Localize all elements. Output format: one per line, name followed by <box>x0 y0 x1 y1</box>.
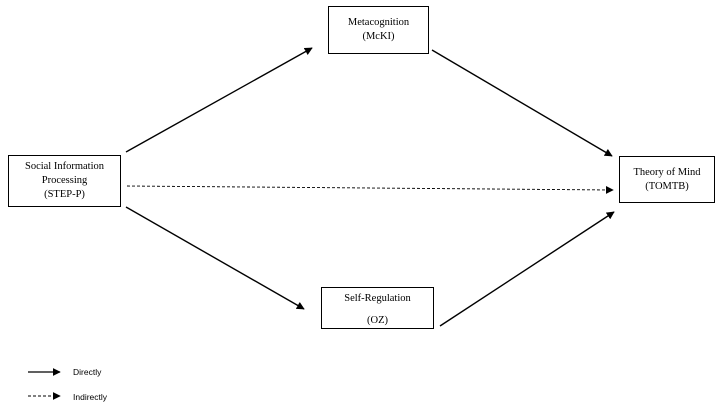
node-tom-measure: (TOMTB) <box>645 180 689 192</box>
edge-self-regulation-to-tom <box>439 211 615 327</box>
edge-metacognition-to-tom <box>431 49 613 157</box>
node-sip-measure: (STEP-P) <box>44 189 85 200</box>
node-sip-line2: Processing <box>41 175 88 186</box>
node-metacognition: Metacognition (McKI) <box>328 6 429 54</box>
edge-sip-to-metacognition <box>125 47 313 153</box>
node-metacognition-measure: (McKI) <box>362 31 395 42</box>
node-self-regulation-measure: (OZ) <box>367 315 388 326</box>
node-tom-title: Theory of Mind <box>633 166 701 178</box>
node-metacognition-title: Metacognition <box>347 17 410 28</box>
node-sip-line1: Social Information <box>24 161 105 172</box>
legend-indirectly-label: Indirectly <box>73 392 108 402</box>
edge-sip-to-tom-indirect <box>126 185 614 194</box>
node-self-regulation-title: Self-Regulation <box>344 293 411 304</box>
node-theory-of-mind: Theory of Mind (TOMTB) <box>619 156 715 203</box>
legend-directly-label: Directly <box>73 367 102 377</box>
node-self-regulation: Self-Regulation (OZ) <box>321 287 434 329</box>
node-social-information-processing: Social Information Processing (STEP-P) <box>8 155 121 207</box>
edge-sip-to-self-regulation <box>125 206 305 310</box>
